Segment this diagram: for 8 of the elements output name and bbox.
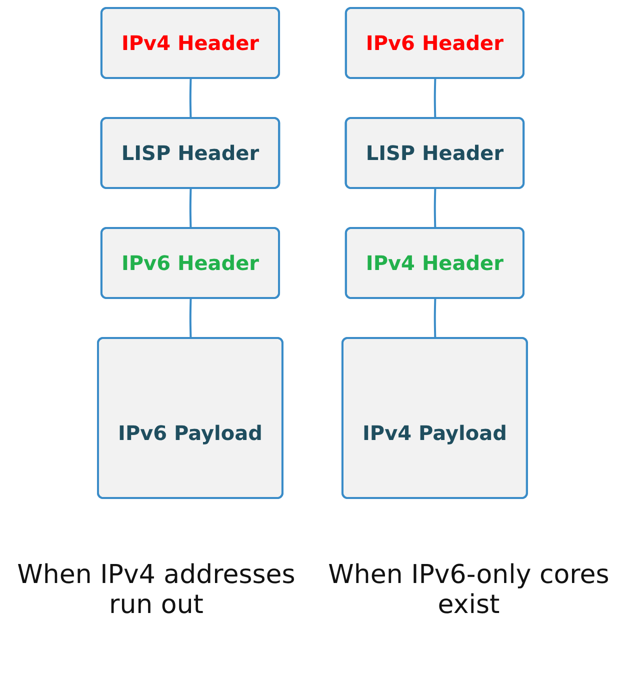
connector [434, 188, 436, 229]
connector [434, 298, 436, 339]
connector [434, 78, 436, 119]
caption-text: When IPv6-only cores exist [327, 560, 610, 620]
caption-text: When IPv4 addresses run out [16, 560, 296, 620]
connector [189, 188, 192, 229]
connector [189, 78, 192, 119]
connector [189, 298, 192, 339]
